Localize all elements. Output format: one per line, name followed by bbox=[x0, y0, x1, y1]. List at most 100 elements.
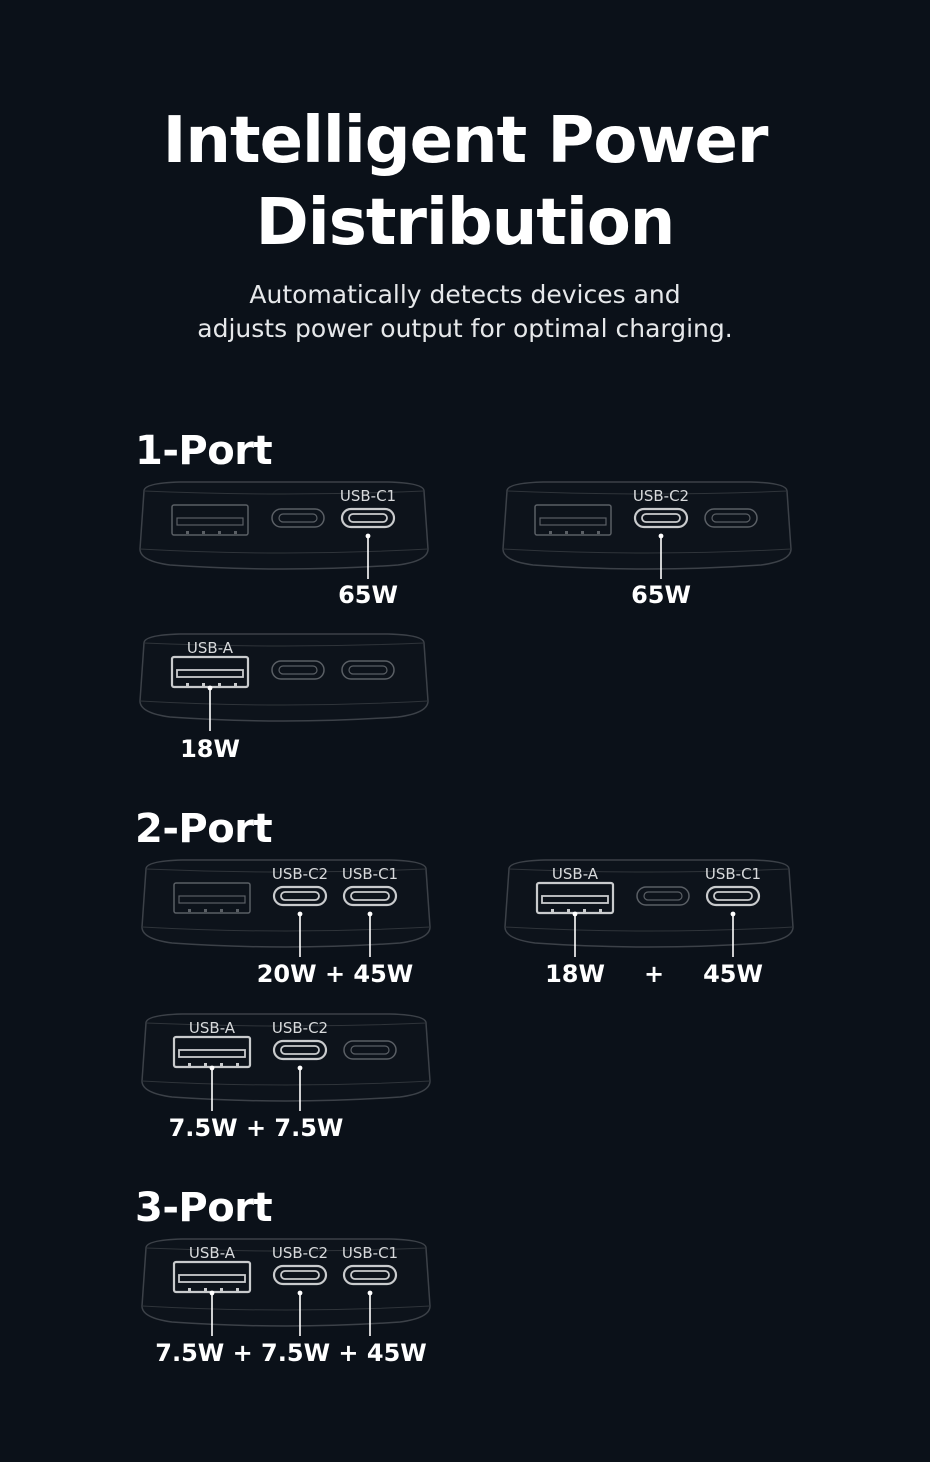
config-2p-c2c1: USB-C2 USB-C1 20W + 45W bbox=[141, 859, 431, 988]
usb-c-port-icon bbox=[272, 1264, 328, 1286]
usb-c-port-icon bbox=[271, 660, 325, 680]
section-2-port: 2-Port bbox=[135, 806, 273, 852]
power-bank-outline bbox=[502, 481, 792, 570]
port-label-c2: USB-C2 bbox=[272, 865, 328, 883]
usb-a-pin-icon bbox=[551, 909, 554, 912]
usb-a-pin-icon bbox=[220, 1063, 223, 1066]
usb-a-pin-icon bbox=[597, 531, 600, 534]
usb-c-tongue-icon bbox=[643, 891, 683, 901]
usb-a-port-icon bbox=[534, 504, 612, 536]
usb-c-tongue-icon bbox=[278, 513, 318, 523]
watt-label: 7.5W + 7.5W bbox=[169, 1114, 344, 1142]
usb-c-tongue-icon bbox=[348, 513, 388, 523]
usb-a-pin-icon bbox=[599, 909, 602, 912]
usb-a-tongue-icon bbox=[178, 1274, 246, 1283]
title-line-2: Distribution bbox=[255, 186, 676, 260]
usb-c-tongue-icon bbox=[641, 513, 681, 523]
port-label-c1: USB-C1 bbox=[342, 865, 398, 883]
port-label-c1: USB-C1 bbox=[340, 487, 396, 505]
watt-label: 65W bbox=[338, 581, 398, 609]
watt-label: 18W bbox=[545, 960, 605, 988]
watt-label: 20W + 45W bbox=[257, 960, 414, 988]
power-bank-outline bbox=[141, 1013, 431, 1102]
usb-a-tongue-icon bbox=[539, 517, 607, 526]
watt-label: 7.5W + 7.5W + 45W bbox=[155, 1339, 427, 1367]
usb-c-port-icon bbox=[636, 886, 690, 906]
config-1p-c1: USB-C1 65W bbox=[139, 481, 429, 609]
usb-a-tongue-icon bbox=[178, 895, 246, 904]
usb-a-pin-icon bbox=[202, 683, 205, 686]
port-label-c1: USB-C1 bbox=[705, 865, 761, 883]
usb-a-pin-icon bbox=[204, 1288, 207, 1291]
subtitle-line-1: Automatically detects devices and bbox=[249, 280, 681, 309]
usb-c-port-icon bbox=[342, 1264, 398, 1286]
power-bank-top-edge bbox=[143, 490, 425, 495]
usb-c-tongue-icon bbox=[280, 1045, 320, 1055]
page-subtitle: Automatically detects devices and adjust… bbox=[0, 278, 930, 346]
usb-c-port-icon bbox=[271, 508, 325, 528]
port-label-a: USB-A bbox=[189, 1019, 236, 1037]
power-bank-bottom-edge bbox=[141, 1305, 431, 1311]
power-bank-bottom-edge bbox=[141, 926, 431, 932]
usb-c-tongue-icon bbox=[350, 1045, 390, 1055]
usb-a-pin-icon bbox=[236, 909, 239, 912]
usb-c-port-icon bbox=[343, 1040, 397, 1060]
page-title: Intelligent Power Distribution bbox=[0, 100, 930, 264]
usb-a-pin-icon bbox=[567, 909, 570, 912]
usb-c-tongue-icon bbox=[711, 513, 751, 523]
power-bank-top-edge bbox=[145, 868, 427, 873]
usb-c-tongue-icon bbox=[350, 891, 390, 901]
usb-a-pin-icon bbox=[236, 1288, 239, 1291]
port-label-a: USB-A bbox=[187, 639, 234, 657]
config-2p-ac2: USB-A USB-C2 7.5W + 7.5W bbox=[141, 1013, 431, 1142]
usb-a-pin-icon bbox=[204, 909, 207, 912]
usb-c-port-icon bbox=[340, 507, 396, 529]
usb-a-tongue-icon bbox=[178, 1049, 246, 1058]
power-bank-bottom-edge bbox=[141, 1080, 431, 1086]
usb-c-port-icon bbox=[341, 660, 395, 680]
power-bank-top-edge bbox=[145, 1247, 427, 1252]
power-bank-outline bbox=[141, 1238, 431, 1327]
usb-a-pin-icon bbox=[188, 1063, 191, 1066]
usb-a-port-icon bbox=[173, 882, 251, 914]
power-bank-bottom-edge bbox=[139, 548, 429, 554]
usb-a-pin-icon bbox=[234, 531, 237, 534]
usb-a-tongue-icon bbox=[176, 517, 244, 526]
power-bank-top-edge bbox=[508, 868, 790, 873]
usb-c-tongue-icon bbox=[280, 1270, 320, 1280]
power-bank-bottom-edge bbox=[502, 548, 792, 554]
section-1-port: 1-Port bbox=[135, 428, 273, 474]
usb-a-pin-icon bbox=[549, 531, 552, 534]
power-bank-outline bbox=[504, 859, 794, 948]
config-1p-c2: USB-C2 65W bbox=[502, 481, 792, 609]
usb-c-port-icon bbox=[704, 508, 758, 528]
port-label-a: USB-A bbox=[552, 865, 599, 883]
power-bank-top-edge bbox=[145, 1022, 427, 1027]
usb-a-pin-icon bbox=[583, 909, 586, 912]
power-bank-top-edge bbox=[143, 642, 425, 647]
usb-c-tongue-icon bbox=[278, 665, 318, 675]
usb-c-tongue-icon bbox=[713, 891, 753, 901]
usb-a-pin-icon bbox=[186, 683, 189, 686]
usb-a-pin-icon bbox=[204, 1063, 207, 1066]
port-label-c2: USB-C2 bbox=[633, 487, 689, 505]
section-3-port: 3-Port bbox=[135, 1185, 273, 1231]
watt-label: 45W bbox=[703, 960, 763, 988]
watt-label: + bbox=[644, 960, 664, 988]
usb-a-port-icon bbox=[171, 504, 249, 536]
watt-label: 65W bbox=[631, 581, 691, 609]
usb-c-tongue-icon bbox=[350, 1270, 390, 1280]
usb-a-pin-icon bbox=[188, 909, 191, 912]
usb-a-pin-icon bbox=[581, 531, 584, 534]
usb-c-port-icon bbox=[705, 885, 761, 907]
port-label-c2: USB-C2 bbox=[272, 1019, 328, 1037]
usb-a-pin-icon bbox=[234, 683, 237, 686]
usb-c-port-icon bbox=[272, 1039, 328, 1061]
usb-a-pin-icon bbox=[202, 531, 205, 534]
subtitle-line-2: adjusts power output for optimal chargin… bbox=[197, 314, 733, 343]
power-bank-outline bbox=[141, 859, 431, 948]
port-label-c1: USB-C1 bbox=[342, 1244, 398, 1262]
